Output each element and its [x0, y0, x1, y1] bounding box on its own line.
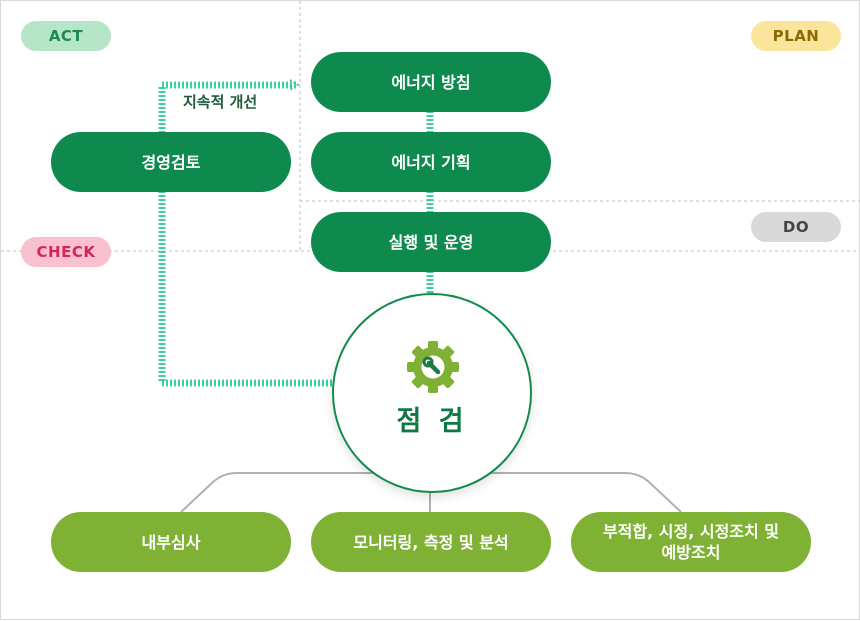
plan-step-energy-policy: 에너지 방침 [311, 52, 551, 112]
check-center-title: 점 검 [396, 406, 468, 437]
check-item-monitoring: 모니터링, 측정 및 분석 [311, 512, 551, 572]
management-review: 경영검토 [51, 132, 291, 192]
continuous-improvement-label: 지속적 개선 [183, 93, 258, 111]
check-item-internal-audit: 내부심사 [51, 512, 291, 572]
gear-wrench-icon [407, 341, 459, 393]
check-item-corrective-action: 부적합, 시정, 시정조치 및 예방조치 [571, 512, 811, 572]
plan-badge: PLAN [751, 21, 841, 51]
check-center-circle: 점 검 [332, 293, 532, 493]
plan-step-energy-planning: 에너지 기획 [311, 132, 551, 192]
do-step-implementation: 실행 및 운영 [311, 212, 551, 272]
act-badge: ACT [21, 21, 111, 51]
do-badge: DO [751, 212, 841, 242]
check-badge: CHECK [21, 237, 111, 267]
improvement-loop-connector [158, 79, 332, 387]
